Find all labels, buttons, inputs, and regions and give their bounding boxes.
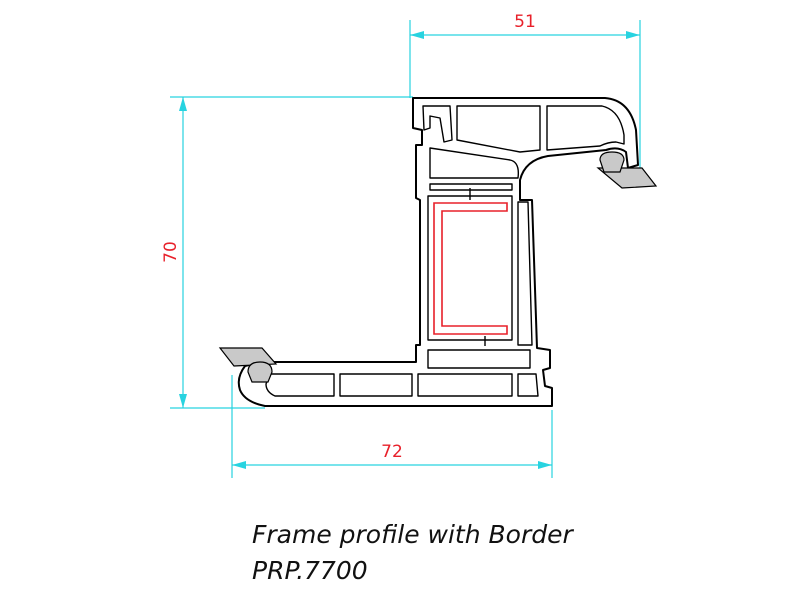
steel-reinforcement	[433, 202, 508, 335]
dimension-top-width: 51	[409, 12, 641, 168]
dimension-top-width-label: 51	[514, 12, 536, 32]
profile-outline	[237, 97, 639, 407]
caption-title: Frame profile with Border	[252, 520, 573, 549]
dimension-height-label: 70	[161, 241, 181, 263]
caption-code: PRP.7700	[252, 556, 368, 585]
dimension-bottom-width-label: 72	[381, 442, 403, 462]
gasket-top-right	[596, 151, 658, 189]
dimension-bottom-width: 72	[231, 375, 553, 478]
gasket-bottom-left	[218, 347, 278, 383]
dimension-height: 70	[161, 96, 413, 409]
